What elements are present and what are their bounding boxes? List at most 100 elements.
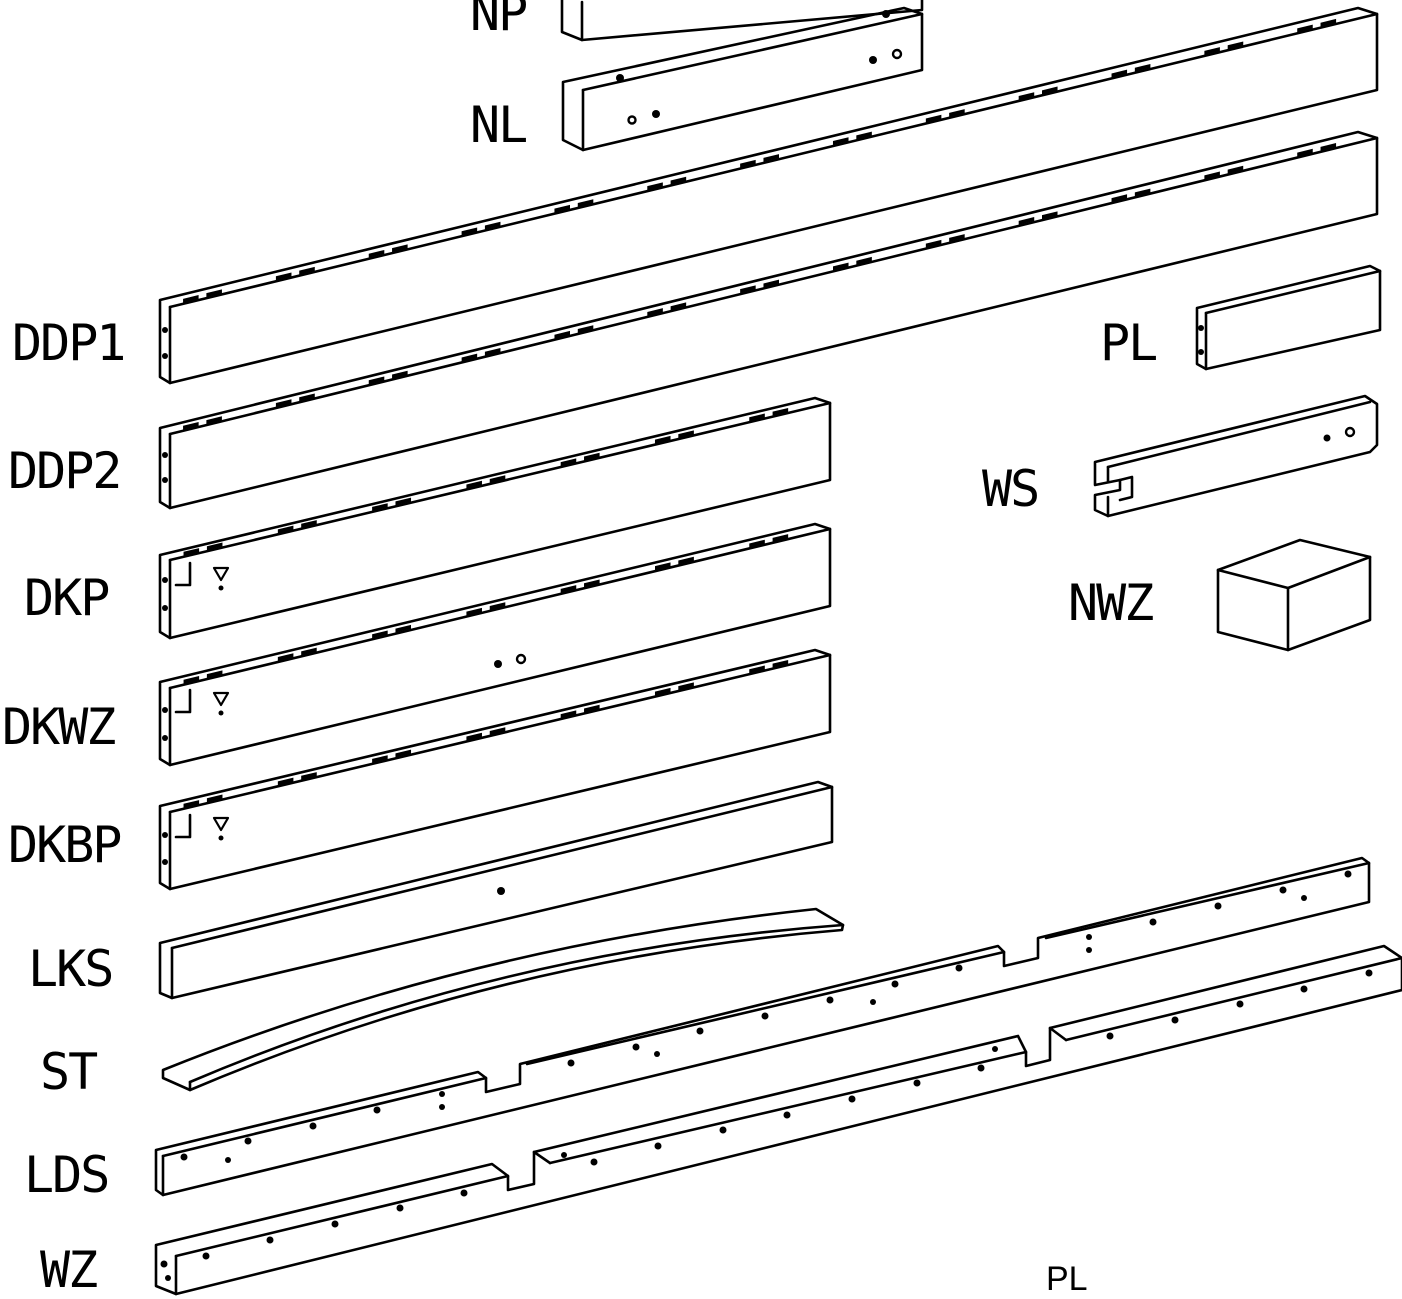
part-pl [1195,264,1382,371]
label-ddp1: DDP1 [12,314,126,372]
slot-mark [1227,41,1244,50]
label-nl: NL [470,96,528,154]
label-ws: WS [982,460,1040,518]
label-dkbp: DKBP [8,816,122,874]
slot-mark [560,710,577,719]
slot-mark [1204,47,1220,55]
slot-mark [678,556,694,565]
part-dkp [158,396,832,640]
slot-mark [560,585,577,593]
slot-mark [670,176,687,185]
label-wz: WZ [40,1241,98,1299]
slot-mark [1111,69,1128,78]
slot-mark [925,239,942,248]
slot-mark [299,393,315,402]
slot-mark [275,399,292,408]
slot-mark [395,497,412,506]
slot-marks [183,18,1337,808]
slot-mark [647,182,663,191]
part-ddp2 [158,130,1379,510]
slot-mark [749,539,765,548]
slot-mark [299,266,315,275]
label-pl: PL [1100,314,1158,372]
slot-mark [395,624,412,633]
part-nl [561,6,924,152]
slot-mark [489,475,506,483]
slot-mark [1111,194,1128,203]
slot-mark [678,682,694,691]
slot-mark [461,353,478,362]
slot-mark [277,777,294,786]
label-dkwz: DKWZ [2,698,116,756]
label-dkp: DKP [24,569,110,627]
slot-mark [584,579,600,588]
slot-mark [647,308,663,316]
slot-mark [584,452,600,461]
slot-mark [949,234,965,242]
part-ddp1 [158,6,1379,385]
part-lds [154,856,1371,1197]
slot-mark [577,199,594,208]
part-ws [1093,394,1379,518]
slot-mark [461,227,478,236]
slot-mark [277,653,294,662]
part-dkbp [158,648,832,891]
slot-mark [466,732,482,741]
slot-mark [749,665,765,674]
slot-mark [489,727,506,735]
slot-mark [856,256,872,265]
slot-mark [554,330,570,339]
slot-mark [484,221,501,230]
slot-mark [466,480,482,489]
label-lds: LDS [24,1146,110,1204]
slot-mark [654,687,671,696]
slot-mark [206,289,222,298]
slot-mark [1227,165,1244,174]
slot-mark [1018,92,1035,100]
slot-mark [670,302,687,311]
slot-mark [560,458,577,467]
slot-mark [301,520,317,528]
slot-mark [489,602,506,610]
slot-mark [368,376,385,385]
label-lks: LKS [28,940,114,998]
label-ddp2: DDP2 [8,442,122,500]
slot-mark [1018,217,1035,225]
part-np [560,0,924,42]
slot-mark [395,749,412,758]
slot-mark [749,413,765,422]
slot-mark [1297,24,1313,33]
label-np: NP [470,0,528,42]
slot-mark [772,534,789,542]
slot-mark [206,542,223,551]
part-nwz [1216,538,1372,652]
slot-mark [1134,64,1151,72]
slot-mark [466,607,482,616]
slot-mark [277,525,294,534]
slot-mark [1134,188,1151,197]
part-dkwz [158,522,832,767]
slot-mark [183,548,200,556]
slot-mark [1204,171,1220,180]
slot-mark [183,675,200,684]
slot-mark [1320,18,1337,27]
slot-mark [301,647,317,656]
slot-mark [654,562,671,571]
slot-mark [832,262,849,271]
slot-mark [206,416,222,425]
slot-mark [654,435,671,444]
slot-mark [772,659,789,668]
slot-mark [275,272,292,281]
label-st: ST [40,1043,98,1101]
slot-mark [183,421,199,430]
slot-mark [372,755,388,763]
slot-mark [740,159,756,168]
slot-mark [763,279,779,288]
slot-mark [1041,211,1058,220]
slot-mark [554,204,570,213]
part-lks [158,780,834,1000]
slot-mark [484,347,501,356]
slot-mark [1041,86,1058,95]
slot-mark [577,325,594,334]
slot-mark [772,407,789,416]
